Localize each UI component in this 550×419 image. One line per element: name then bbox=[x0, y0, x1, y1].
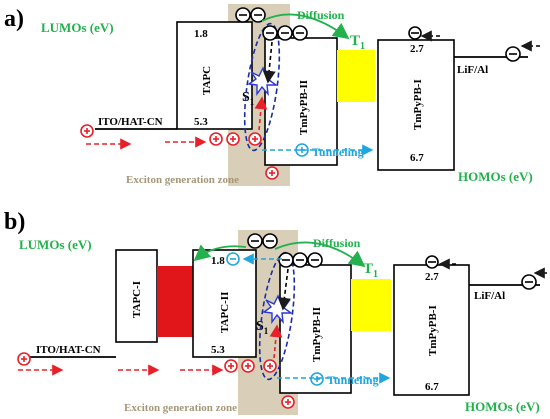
diffusion-label-b: Diffusion bbox=[313, 236, 361, 250]
tmpypb1-lumo-b: 2.7 bbox=[425, 271, 439, 283]
recombination-ellipse-a bbox=[243, 22, 281, 152]
panel-b: b) LUMOs (eV) HOMOs (eV) ITO/HAT-CN LiF/… bbox=[4, 209, 547, 415]
anode-label-b: ITO/HAT-CN bbox=[36, 344, 101, 356]
exciton-zone-label-b: Exciton generation zone bbox=[124, 402, 237, 414]
tapc-homo-a: 5.3 bbox=[194, 116, 208, 128]
tmpypb1-box-a bbox=[377, 39, 455, 171]
tapc-name-a: TAPC bbox=[201, 66, 213, 95]
lumos-label-a: LUMOs (eV) bbox=[41, 20, 114, 35]
tmpypb1-homo-a: 6.7 bbox=[410, 152, 424, 164]
triplet-label-b: T1 bbox=[363, 261, 378, 280]
cathode-label-a: LiF/Al bbox=[457, 64, 488, 76]
tmpypb1-box-b bbox=[393, 264, 470, 396]
tapc-lumo-a: 1.8 bbox=[194, 28, 208, 40]
tmpypb2-name-a: TmPyPB-II bbox=[298, 80, 310, 135]
tmpypb2-name-b: TmPyPB-II bbox=[311, 307, 323, 362]
tapc1-name-b: TAPC-I bbox=[131, 281, 143, 318]
holes-a bbox=[80, 124, 279, 180]
tmpypb1-name-a: TmPyPB-I bbox=[412, 79, 424, 130]
exciton-zone-label-a: Exciton generation zone bbox=[126, 174, 239, 186]
anode-label-a: ITO/HAT-CN bbox=[98, 116, 163, 128]
tunneling-hole-b bbox=[310, 372, 324, 386]
homos-label-b: HOMOs (eV) bbox=[465, 399, 540, 414]
tmpypb1-homo-b: 6.7 bbox=[425, 381, 439, 393]
tapc2-box-b bbox=[192, 249, 257, 358]
tunneling-electron-b bbox=[226, 252, 240, 266]
tmpypb1-name-b: TmPyPB-I bbox=[427, 305, 439, 356]
triplet-label-a: T1 bbox=[350, 33, 365, 52]
holes-b bbox=[17, 352, 295, 409]
panel-label-b: b) bbox=[4, 209, 25, 235]
electrons-top-b bbox=[247, 233, 537, 290]
diffusion-label-a: Diffusion bbox=[297, 8, 345, 22]
tapc1-box-b bbox=[115, 249, 158, 343]
tunneling-label-b: Tunneling bbox=[327, 373, 379, 387]
homos-label-a: HOMOs (eV) bbox=[458, 169, 533, 184]
yellow-layer-b bbox=[351, 279, 391, 331]
panel-a: a) LUMOs (eV) HOMOs (eV) ITO/HAT-CN LiF/… bbox=[4, 4, 540, 186]
tapc2-homo-b: 5.3 bbox=[211, 344, 225, 356]
tapc2-lumo-b: 1.8 bbox=[211, 255, 225, 267]
electrons-top-a bbox=[235, 7, 521, 62]
cathode-label-b: LiF/Al bbox=[474, 290, 505, 302]
lumos-label-b: LUMOs (eV) bbox=[19, 237, 92, 252]
red-layer-b bbox=[157, 266, 193, 337]
yellow-layer-a bbox=[337, 50, 375, 102]
tunneling-label-a: Tunneling bbox=[312, 145, 364, 159]
tapc-box-a bbox=[176, 21, 253, 130]
panel-label-a: a) bbox=[4, 6, 24, 32]
tapc2-name-b: TAPC-II bbox=[219, 292, 231, 333]
tmpypb1-lumo-a: 2.7 bbox=[410, 43, 424, 55]
